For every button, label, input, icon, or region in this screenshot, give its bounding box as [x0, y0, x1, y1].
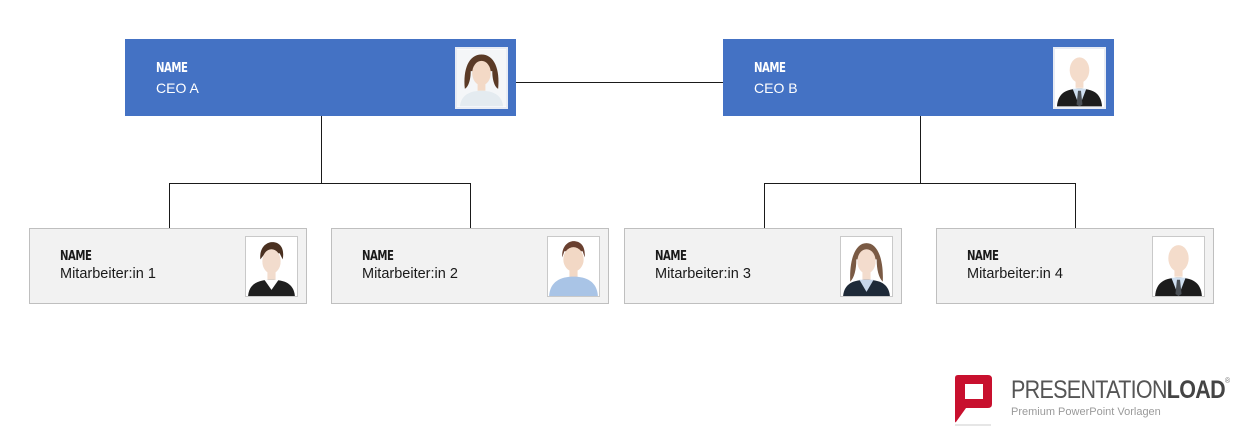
ceo-b-role: CEO B: [754, 80, 798, 96]
ceo-b-name: NAME: [754, 61, 786, 76]
emp3-up-line: [764, 183, 765, 228]
brand-title-bold: LOAD: [1166, 376, 1226, 404]
employee-1-card[interactable]: NAME Mitarbeiter:in 1: [29, 228, 307, 304]
female-long-hair-avatar-icon: [840, 236, 893, 297]
employee-1-name: NAME: [60, 249, 92, 264]
employee-3-role: Mitarbeiter:in 3: [655, 266, 751, 282]
male-suit-avatar-icon: [1053, 47, 1106, 109]
employee-4-card[interactable]: NAME Mitarbeiter:in 4: [936, 228, 1214, 304]
ceo-a-down-line: [321, 116, 322, 183]
brand-subtitle: Premium PowerPoint Vorlagen: [1011, 406, 1161, 418]
ceo-b-card[interactable]: NAME CEO B: [723, 39, 1114, 116]
female-avatar-icon: [455, 47, 508, 109]
ceo-b-down-line: [920, 116, 921, 183]
female-short-hair-avatar-icon: [245, 236, 298, 297]
ceo-a-role: CEO A: [156, 80, 199, 96]
emp2-up-line: [470, 183, 471, 228]
ceo-connector-line: [516, 82, 723, 83]
employee-4-name: NAME: [967, 249, 999, 264]
emp1-up-line: [169, 183, 170, 228]
employee-1-role: Mitarbeiter:in 1: [60, 266, 156, 282]
brand-title: PRESENTATIONLOAD®: [1011, 376, 1230, 405]
ceo-a-card[interactable]: NAME CEO A: [125, 39, 516, 116]
brand-title-light: PRESENTATION: [1011, 376, 1167, 404]
employee-4-role: Mitarbeiter:in 4: [967, 266, 1063, 282]
presentationload-logo-icon: [952, 374, 994, 431]
ceo-a-branch-line: [169, 183, 471, 184]
employee-2-card[interactable]: NAME Mitarbeiter:in 2: [331, 228, 609, 304]
registered-mark: ®: [1224, 376, 1230, 385]
ceo-b-branch-line: [764, 183, 1076, 184]
male-casual-avatar-icon: [547, 236, 600, 297]
emp4-up-line: [1075, 183, 1076, 228]
employee-2-role: Mitarbeiter:in 2: [362, 266, 458, 282]
employee-3-name: NAME: [655, 249, 687, 264]
employee-2-name: NAME: [362, 249, 394, 264]
male-suit-avatar-icon: [1152, 236, 1205, 297]
ceo-a-name: NAME: [156, 61, 188, 76]
employee-3-card[interactable]: NAME Mitarbeiter:in 3: [624, 228, 902, 304]
